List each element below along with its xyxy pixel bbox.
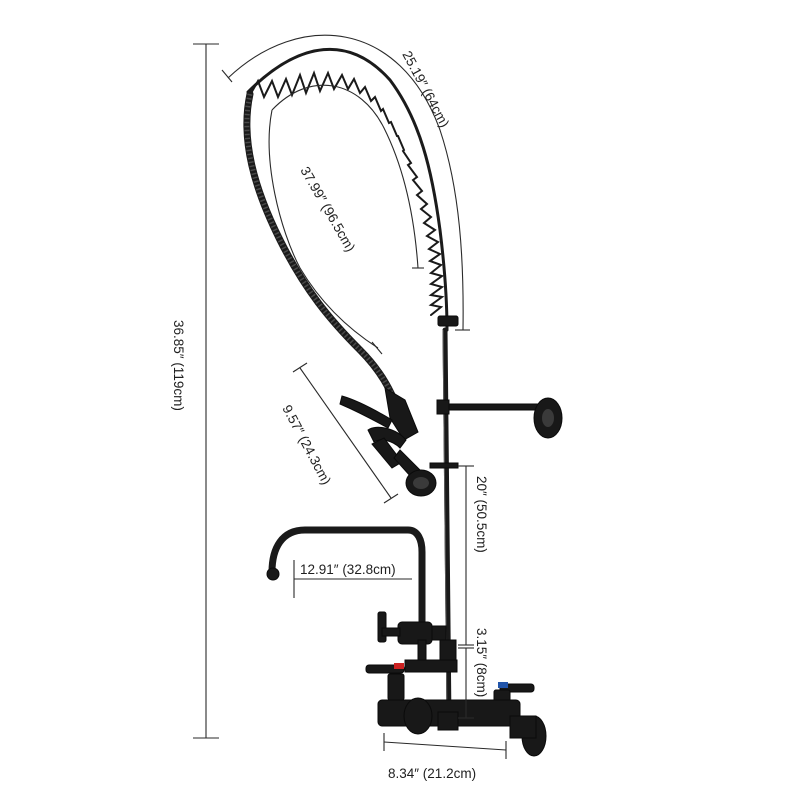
- spout-faucet: [266, 526, 447, 671]
- flex-hose: [243, 90, 396, 399]
- wall-bracket: [436, 397, 563, 439]
- label-spout-reach: 12.91″ (32.8cm): [300, 562, 396, 577]
- label-center-width: 8.34″ (21.2cm): [388, 766, 476, 781]
- label-hose-length: 37.99″ (96.5cm): [297, 164, 358, 254]
- faucet-illustration: [243, 47, 563, 757]
- dimension-base-riser-height: 3.15″ (8cm): [458, 628, 489, 719]
- spray-valve: [339, 387, 459, 497]
- base-faucet: [365, 639, 547, 757]
- label-riser-height: 20″ (50.5cm): [474, 476, 489, 553]
- dimension-riser-height: 20″ (50.5cm): [458, 465, 489, 646]
- dimension-center-width: 8.34″ (21.2cm): [383, 733, 507, 781]
- coil-spring: [246, 47, 459, 332]
- label-total-height: 36.85″ (119cm): [171, 320, 186, 411]
- label-sprayer-length: 9.57″ (24.3cm): [279, 402, 334, 487]
- dimension-total-height: 36.85″ (119cm): [171, 43, 219, 739]
- label-spring-length: 25.19″ (64cm): [399, 48, 452, 129]
- dimension-hose-length: 37.99″ (96.5cm): [268, 84, 424, 355]
- dimension-spout-reach: 12.91″ (32.8cm): [293, 560, 412, 598]
- label-base-riser-height: 3.15″ (8cm): [474, 628, 489, 697]
